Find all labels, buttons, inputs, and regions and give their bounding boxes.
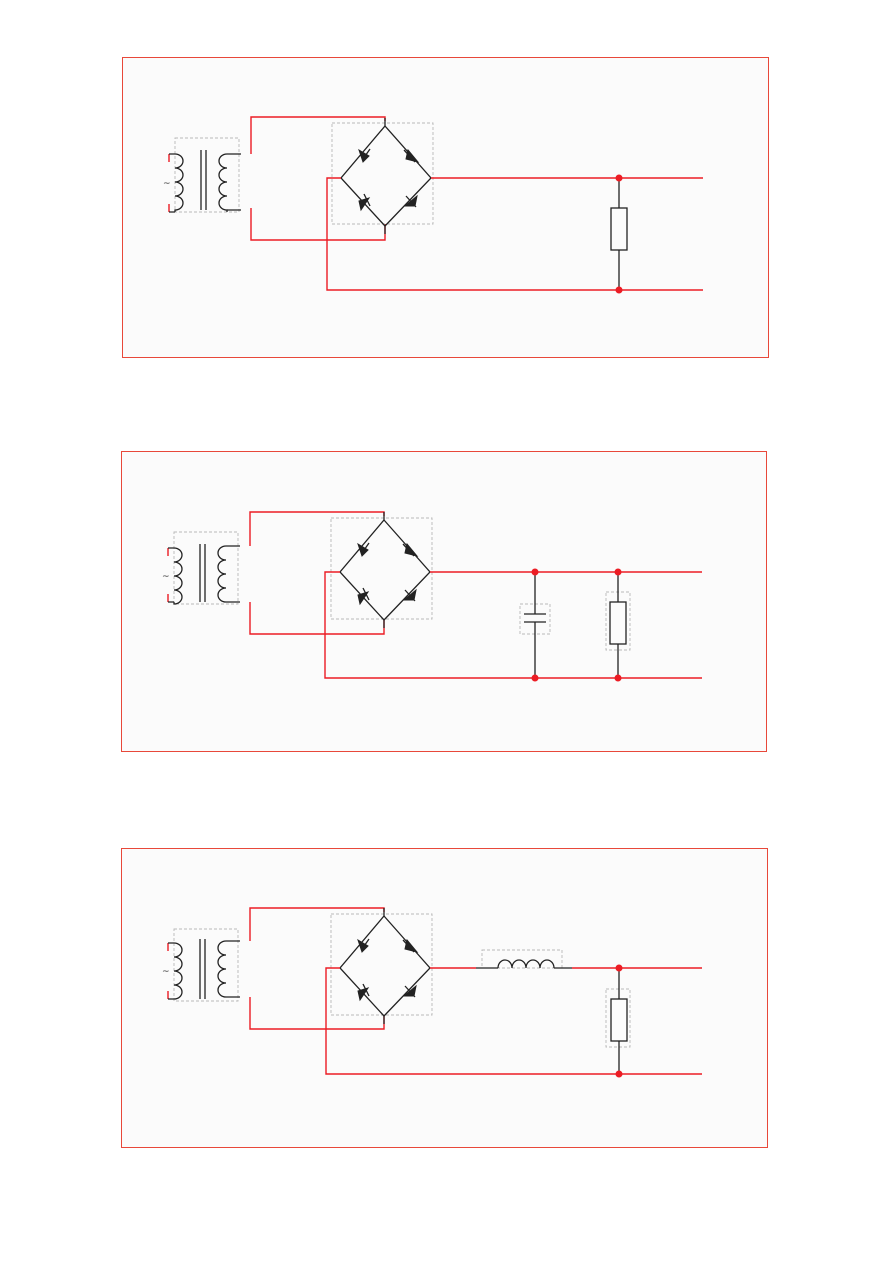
- junction-node: [615, 174, 623, 182]
- junction-node: [615, 1070, 623, 1078]
- bridge-rectifier: [330, 908, 433, 1024]
- load-resistor: [605, 968, 631, 1074]
- filter-inductor: [476, 949, 572, 969]
- ac-source-symbol: ~: [162, 967, 170, 977]
- circuit-diagram-2: ~: [162, 511, 702, 682]
- bridge-rectifier: [331, 118, 434, 234]
- junction-node: [614, 568, 622, 576]
- transformer: ~: [162, 928, 240, 1002]
- circuit-panel-3: ~: [121, 848, 768, 1148]
- circuit-panel-1: ~: [122, 57, 769, 358]
- ac-source-symbol: ~: [162, 572, 170, 582]
- bridge-rectifier: [330, 512, 433, 628]
- load-resistor: [610, 178, 628, 290]
- junction-node: [615, 964, 623, 972]
- circuit-panel-2: ~: [121, 451, 767, 752]
- transformer: ~: [163, 137, 241, 213]
- junction-node: [614, 674, 622, 682]
- ac-source-symbol: ~: [163, 179, 171, 189]
- circuit-diagram-3: ~: [162, 907, 702, 1078]
- transformer: ~: [162, 531, 240, 605]
- filter-capacitor: [519, 572, 551, 678]
- circuit-diagram-1: ~: [163, 116, 703, 294]
- junction-node: [531, 568, 539, 576]
- load-resistor: [605, 572, 631, 678]
- junction-node: [531, 674, 539, 682]
- junction-node: [615, 286, 623, 294]
